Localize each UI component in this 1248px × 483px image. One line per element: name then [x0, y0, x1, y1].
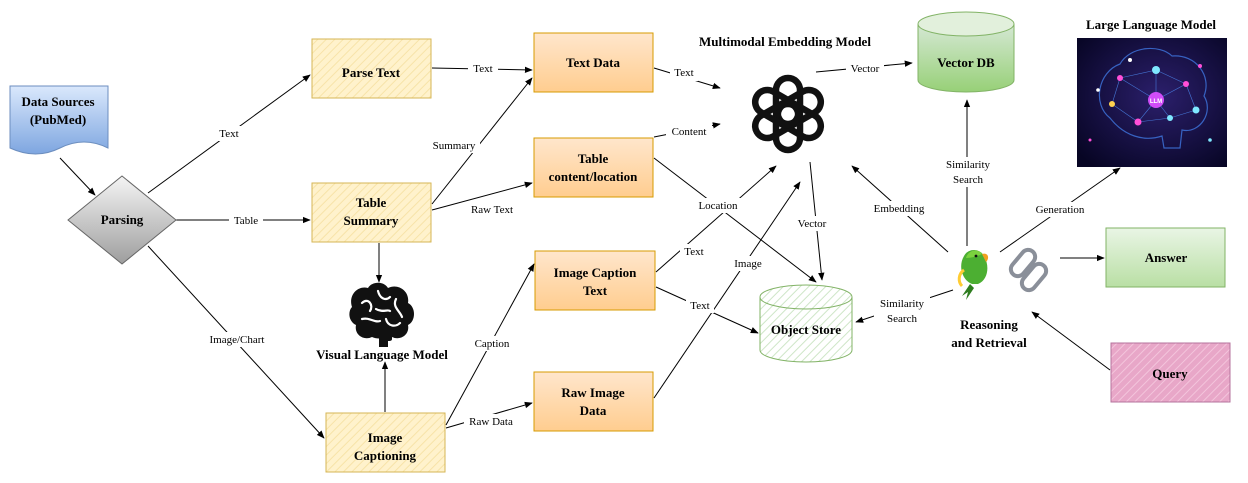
edge-label-text-1: Text [219, 128, 238, 140]
edge-label-text-3: Text [674, 67, 693, 79]
text-data-label: Text Data [566, 55, 621, 70]
node-text-data: Text Data [533, 32, 654, 93]
edge-query-reasoning [1031, 311, 1111, 371]
edge-label-image-chart: Image/Chart [210, 334, 265, 346]
llm-brain-image: LLM [1077, 38, 1227, 167]
edge-label-generation: Generation [1036, 204, 1085, 216]
object-store-label: Object Store [771, 322, 841, 337]
reasoning-label-2: and Retrieval [951, 335, 1027, 350]
parrot-icon [957, 250, 989, 300]
node-image-captioning: Image Captioning [325, 412, 446, 473]
node-parse-text: Parse Text [311, 38, 432, 99]
edge-label-content: Content [672, 126, 707, 138]
node-data-sources: Data Sources (PubMed) [9, 85, 109, 155]
edge-label-similarity-2a: Similarity [880, 298, 925, 310]
brain-icon [349, 282, 414, 347]
edge-label-vector-1: Vector [851, 63, 880, 75]
chain-link-icon [1008, 247, 1049, 293]
vector-db-label: Vector DB [937, 55, 995, 70]
node-raw-image-data: Raw Image Data [533, 371, 654, 432]
parse-text-label: Parse Text [342, 65, 401, 80]
table-content-label-1: Table [578, 151, 609, 166]
image-caption-text-label-1: Image Caption [554, 265, 637, 280]
edge-table-summary-table-content [431, 181, 533, 211]
node-object-store: Object Store [759, 284, 853, 363]
llm-title: Large Language Model [1086, 17, 1216, 32]
edge-table-content-object-store [653, 157, 817, 283]
edge-label-text-4: Text [684, 246, 703, 258]
node-table-content: Table content/location [533, 137, 654, 198]
query-label: Query [1152, 366, 1188, 381]
edge-label-similarity-2b: Search [887, 313, 917, 325]
answer-label: Answer [1145, 250, 1188, 265]
edge-label-text-2: Text [473, 63, 492, 75]
raw-image-data-label-1: Raw Image [561, 385, 624, 400]
data-sources-label-2: (PubMed) [30, 112, 86, 127]
image-caption-text-label-2: Text [583, 283, 608, 298]
edge-label-similarity-1b: Search [953, 174, 983, 186]
edge-labels: Text Table Image/Chart Text Summary Raw … [202, 61, 1092, 429]
edge-label-image: Image [734, 258, 762, 270]
edge-sources-parsing [59, 157, 96, 196]
edge-label-table: Table [234, 215, 258, 227]
vlm-label: Visual Language Model [316, 347, 448, 362]
edge-label-raw-data: Raw Data [469, 416, 513, 428]
edge-label-raw-text: Raw Text [471, 204, 513, 216]
reasoning-label-1: Reasoning [960, 317, 1018, 332]
edge-label-vector-2: Vector [798, 218, 827, 230]
edge-caption-text-embed [655, 165, 777, 273]
multimodal-embedding-label: Multimodal Embedding Model [699, 34, 871, 49]
edge-label-embedding: Embedding [874, 203, 925, 215]
edge-label-text-5: Text [690, 300, 709, 312]
table-content-label-2: content/location [549, 169, 639, 184]
edge-table-summary-text-data [431, 77, 533, 205]
raw-image-data-label-2: Data [580, 403, 607, 418]
node-query: Query [1110, 342, 1231, 403]
image-captioning-label-1: Image [368, 430, 403, 445]
edge-label-caption: Caption [475, 338, 510, 350]
edge-raw-image-embed [653, 181, 801, 399]
node-parsing: Parsing [67, 175, 177, 265]
openai-logo-icon [751, 74, 825, 154]
node-table-summary: Table Summary [311, 182, 432, 243]
edge-label-summary: Summary [433, 140, 476, 152]
edge-label-similarity-1a: Similarity [946, 159, 991, 171]
node-image-caption-text: Image Caption Text [534, 250, 656, 311]
node-vector-db: Vector DB [917, 11, 1015, 93]
parsing-label: Parsing [101, 212, 144, 227]
llm-badge-label: LLM [1150, 99, 1162, 105]
edge-label-location: Location [698, 200, 738, 212]
node-answer: Answer [1105, 227, 1226, 288]
table-summary-label-1: Table [356, 195, 387, 210]
data-sources-label-1: Data Sources [21, 94, 94, 109]
table-summary-label-2: Summary [344, 213, 399, 228]
image-captioning-label-2: Captioning [354, 448, 417, 463]
